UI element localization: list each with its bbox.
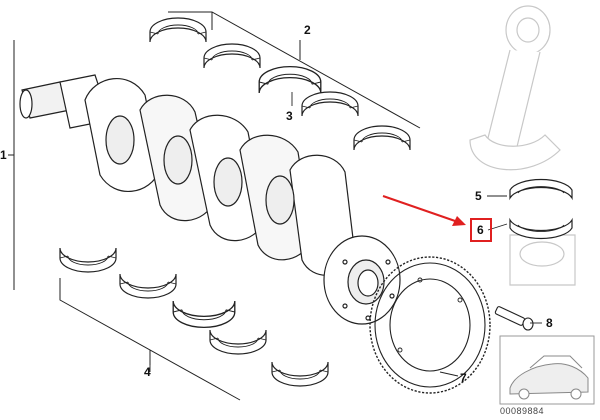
- lower-bearing-shells: [59, 247, 329, 387]
- bracket-2: [168, 11, 421, 129]
- rod-bearing-upper: [509, 178, 573, 201]
- crankshaft: [19, 74, 401, 325]
- callout-4: 4: [144, 365, 151, 379]
- diagram-reference-number: 00089884: [500, 406, 545, 416]
- vehicle-thumbnail: [499, 335, 595, 405]
- rod-bearing-lower: [509, 217, 573, 240]
- bracket-1: [8, 40, 15, 290]
- highlight-arrow: [382, 195, 466, 226]
- callout-2: 2: [304, 23, 311, 37]
- increment-wheel: [369, 256, 491, 394]
- callout-7: 7: [460, 371, 467, 385]
- bracket-4: [59, 278, 241, 401]
- callout-3: 3: [286, 109, 293, 123]
- callout-8: 8: [546, 316, 553, 330]
- connecting-rod: [469, 5, 576, 286]
- callout-6: 6: [477, 223, 484, 237]
- bolt: [494, 306, 534, 331]
- callout-5: 5: [475, 189, 482, 203]
- callout-6-highlight-box: [470, 218, 492, 242]
- callout-1: 1: [0, 148, 7, 162]
